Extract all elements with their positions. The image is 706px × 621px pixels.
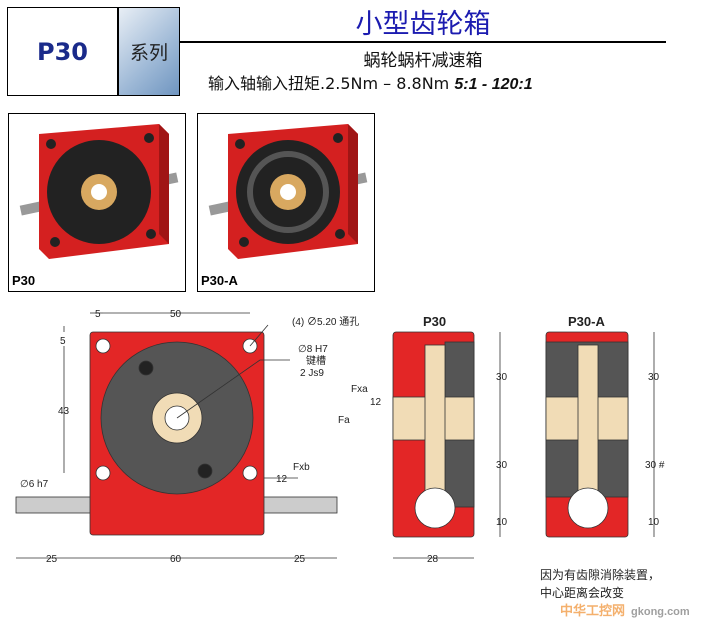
section-p30 — [392, 331, 501, 559]
photo-label: P30-A — [201, 273, 238, 288]
dim-label: 5 — [60, 336, 66, 347]
gearbox-photo — [208, 124, 368, 259]
dim-label: 50 — [170, 309, 182, 320]
bore-note: ∅8 H7 — [298, 344, 328, 355]
dim-label: 30 — [648, 372, 660, 383]
gearbox-photo — [19, 124, 179, 259]
shaft-note: ∅6 h7 — [20, 479, 49, 490]
photo-p30a: P30-A — [197, 113, 375, 292]
force-label: Fa — [338, 415, 350, 426]
note: 因为有齿隙消除装置， 中心距离会改变 — [540, 566, 660, 602]
dim-label: 5 — [95, 309, 101, 320]
watermark: 中华工控网 gkong.com — [560, 603, 690, 620]
torque-spec: 输入轴输入扭矩.2.5Nm – 8.8Nm — [208, 74, 450, 93]
title-rule — [180, 41, 666, 43]
model-box: P30 — [7, 7, 118, 96]
dim-label: 12 — [276, 474, 288, 485]
keyway-note: 2 Js9 — [300, 368, 324, 379]
photo-p30: P30 — [8, 113, 186, 292]
watermark-url: gkong.com — [631, 606, 690, 618]
photo-label: P30 — [12, 273, 36, 288]
dim-label: 10 — [496, 517, 508, 528]
dim-label: 30 # — [645, 460, 665, 471]
dim-label: 30 — [496, 372, 508, 383]
dim-label: 43 — [58, 406, 70, 417]
page-title: 小型齿轮箱 — [355, 9, 491, 40]
force-label: Fxb — [293, 462, 310, 473]
ratio-spec: 5:1 - 120:1 — [454, 76, 533, 93]
spec-line: 输入轴输入扭矩.2.5Nm – 8.8Nm 5:1 - 120:1 — [208, 70, 533, 94]
section-title: P30 — [423, 314, 446, 329]
dim-label: 30 — [496, 460, 508, 471]
dim-label: 60 — [170, 554, 182, 565]
dim-label: 25 — [46, 554, 58, 565]
dim-label: 28 — [427, 554, 439, 565]
hole-note: (4) ∅5.20 通孔 — [292, 316, 359, 328]
section-p30a — [545, 331, 655, 538]
watermark-text: 中华工控网 — [560, 603, 626, 618]
front-view — [15, 312, 338, 559]
technical-drawing: 5 50 5 43 60 25 25 12 (4) ∅5.20 通孔 ∅8 H7… — [15, 309, 665, 565]
subtitle: 蜗轮蜗杆减速箱 — [363, 51, 483, 71]
section-title: P30-A — [568, 314, 605, 329]
keyway-label: 键槽 — [306, 354, 326, 367]
force-label: Fxa — [351, 384, 368, 395]
note-line: 因为有齿隙消除装置， — [540, 568, 661, 582]
dim-label: 12 — [370, 397, 382, 408]
note-line: 中心距离会改变 — [540, 586, 625, 600]
dim-label: 10 — [648, 517, 660, 528]
dim-label: 25 — [294, 554, 306, 565]
series-box: 系列 — [118, 7, 180, 96]
